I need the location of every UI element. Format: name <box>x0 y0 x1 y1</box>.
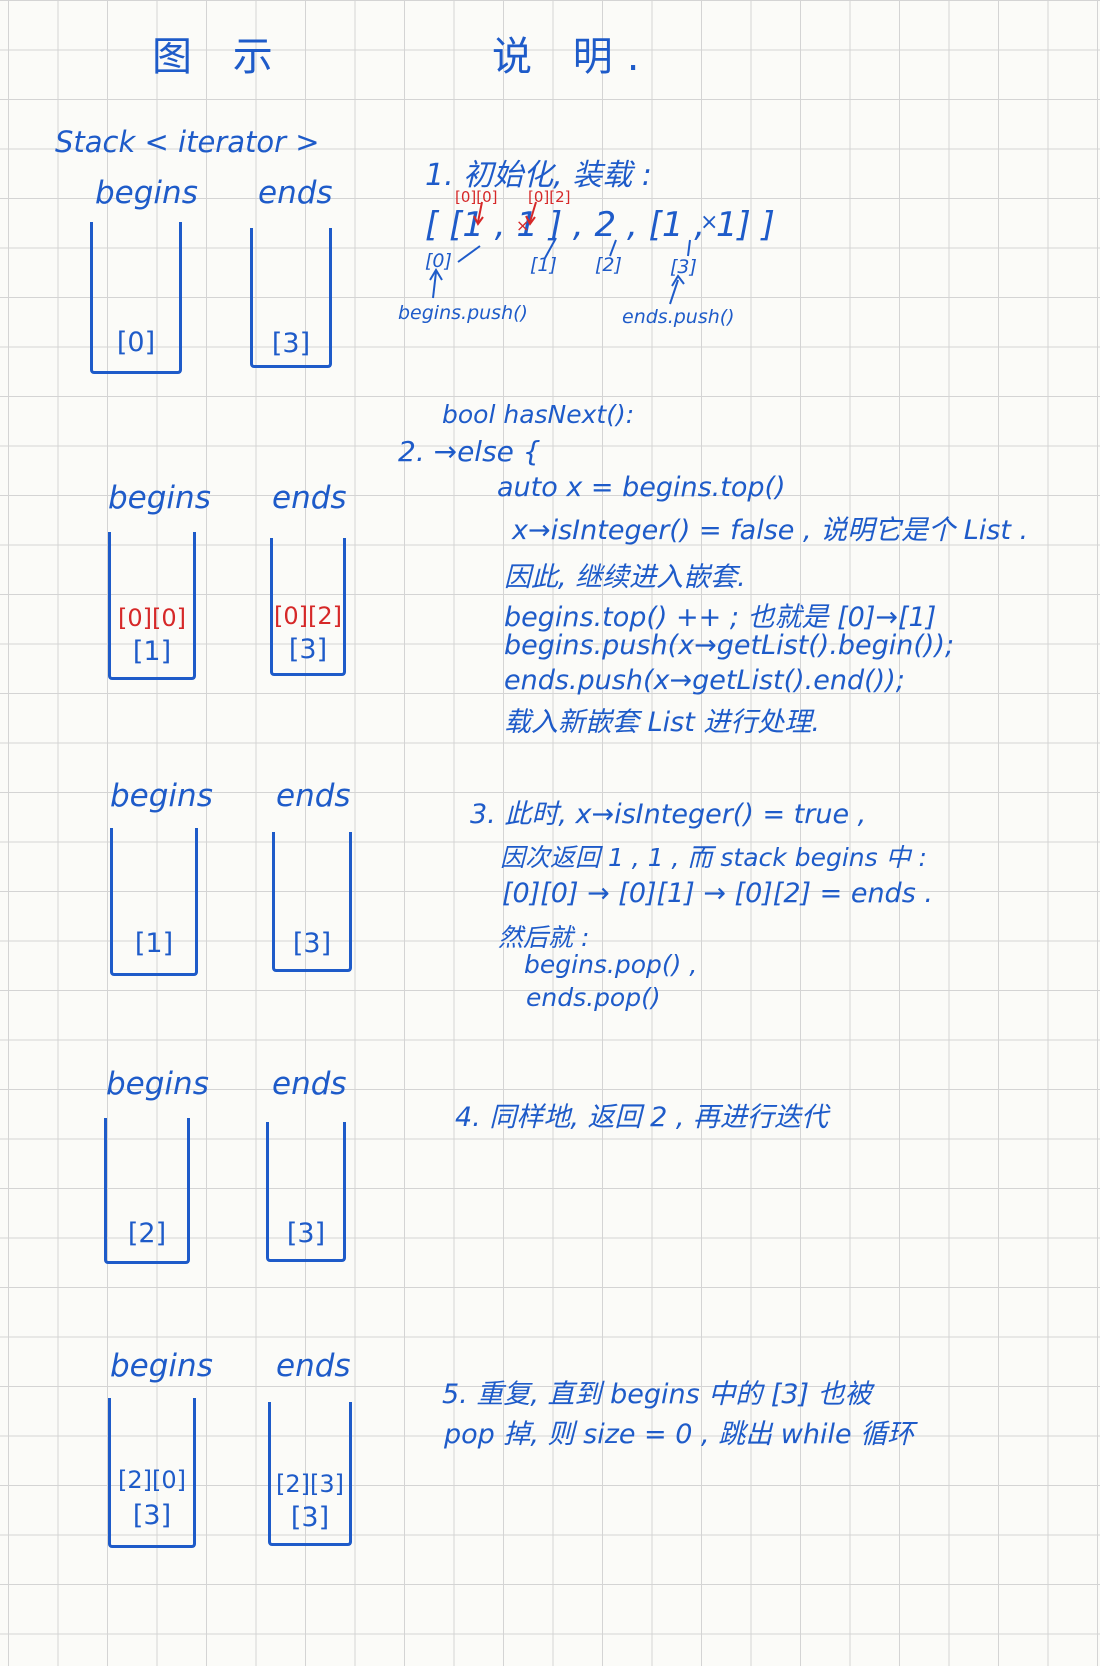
begins-label: begins <box>106 1066 209 1102</box>
begins-label: begins <box>110 1348 213 1384</box>
stack-cell: [3] <box>271 328 311 359</box>
begins-stack: [2] <box>104 1118 190 1264</box>
stack-cell: [3] <box>132 1500 172 1531</box>
stack-cell-red: [0][0] <box>118 604 186 632</box>
step5-line: 5. 重复, 直到 begins 中的 [3] 也被 <box>442 1379 872 1410</box>
begins-label: begins <box>95 175 198 211</box>
x-mark: × <box>700 210 719 235</box>
red-arrow-head <box>473 215 484 226</box>
ends-stack: [2][3] [3] <box>268 1402 352 1546</box>
begins-stack: [0][0] [1] <box>108 532 196 680</box>
stack-cell: [2] <box>127 1218 167 1249</box>
step2-line: 因此, 继续进入嵌套. <box>504 562 746 593</box>
step2-header: bool hasNext(): <box>442 400 635 429</box>
stack-cell: [2][0] <box>118 1466 186 1494</box>
ends-stack: [0][2] [3] <box>270 538 346 676</box>
begins-push-label: begins.push() <box>398 302 528 324</box>
ends-label: ends <box>258 175 333 211</box>
begins-stack: [1] <box>110 828 198 976</box>
arrow-head <box>671 274 685 287</box>
stack-type-label: Stack < iterator > <box>55 125 320 159</box>
step3-line: begins.pop() , <box>524 950 698 979</box>
arrow-index-0 <box>457 245 481 263</box>
step4-text: 4. 同样地, 返回 2 , 再进行迭代 <box>455 1102 829 1133</box>
arrow-begins-push <box>432 271 437 299</box>
step2-line: x→isInteger() = false , 说明它是个 List . <box>512 515 1029 546</box>
arrow-ends-push <box>669 279 679 305</box>
begins-label: begins <box>108 480 211 516</box>
ends-stack: [3] <box>250 228 332 368</box>
red-index-left: [0][0] <box>455 188 498 206</box>
ends-push-label: ends.push() <box>622 306 735 328</box>
ends-label: ends <box>272 1066 347 1102</box>
step3-line: 然后就 : <box>498 923 590 952</box>
arrow-index-2 <box>609 239 617 257</box>
begins-stack: [2][0] [3] <box>108 1398 196 1548</box>
stack-cell: [2][3] <box>276 1470 344 1498</box>
red-cross: × <box>516 216 530 235</box>
ends-stack: [3] <box>266 1122 346 1262</box>
index-label: [0] <box>425 250 452 272</box>
index-label: [3] <box>670 256 697 278</box>
red-arrow-right <box>529 201 537 223</box>
ends-stack: [3] <box>272 832 352 972</box>
step2-line: 2. →else { <box>398 435 541 468</box>
step1-title: 1. 初始化, 装载 : <box>425 158 652 193</box>
step2-line: ends.push(x→getList().end()); <box>504 665 905 696</box>
stack-cell-red: [0][2] <box>274 602 342 630</box>
index-label: [2] <box>595 254 622 276</box>
ends-label: ends <box>272 480 347 516</box>
step3-line: 3. 此时, x→isInteger() = true , <box>470 799 867 830</box>
diagram-header: 图 示 <box>152 34 287 80</box>
ends-label: ends <box>276 778 351 814</box>
stack-cell: [1] <box>134 928 174 959</box>
stack-cell: [3] <box>286 1218 326 1249</box>
begins-label: begins <box>110 778 213 814</box>
step5-line: pop 掉, 则 size = 0 , 跳出 while 循环 <box>444 1419 915 1450</box>
step2-line: begins.top() ++ ; 也就是 [0]→[1] <box>504 602 937 633</box>
step2-line: 载入新嵌套 List 进行处理. <box>504 707 820 738</box>
red-arrow-head <box>525 215 536 226</box>
step3-line: 因次返回 1 , 1 , 而 stack begins 中 : <box>500 843 927 872</box>
stack-cell: [1] <box>132 636 172 667</box>
red-arrow-left <box>477 201 483 223</box>
red-index-right: [0][2] <box>528 188 571 206</box>
explanation-header: 说 明. <box>492 34 654 80</box>
stack-cell: [3] <box>288 634 328 665</box>
step3-line: ends.pop() <box>526 983 661 1012</box>
begins-stack: [0] <box>90 222 182 374</box>
arrow-index-1 <box>544 237 557 259</box>
ends-label: ends <box>276 1348 351 1384</box>
step3-line: [0][0] → [0][1] → [0][2] = ends . <box>502 878 933 909</box>
stack-cell: [3] <box>290 1502 330 1533</box>
step2-line: begins.push(x→getList().begin()); <box>504 630 955 661</box>
arrow-index-3 <box>687 239 691 257</box>
nested-list: [ [1 , 1 ] , 2 , [1 , 1] ] <box>425 205 775 245</box>
stack-cell: [0] <box>116 327 156 358</box>
arrow-head <box>429 268 443 281</box>
index-label: [1] <box>530 254 557 276</box>
stack-cell: [3] <box>292 928 332 959</box>
step2-line: auto x = begins.top() <box>497 472 786 503</box>
